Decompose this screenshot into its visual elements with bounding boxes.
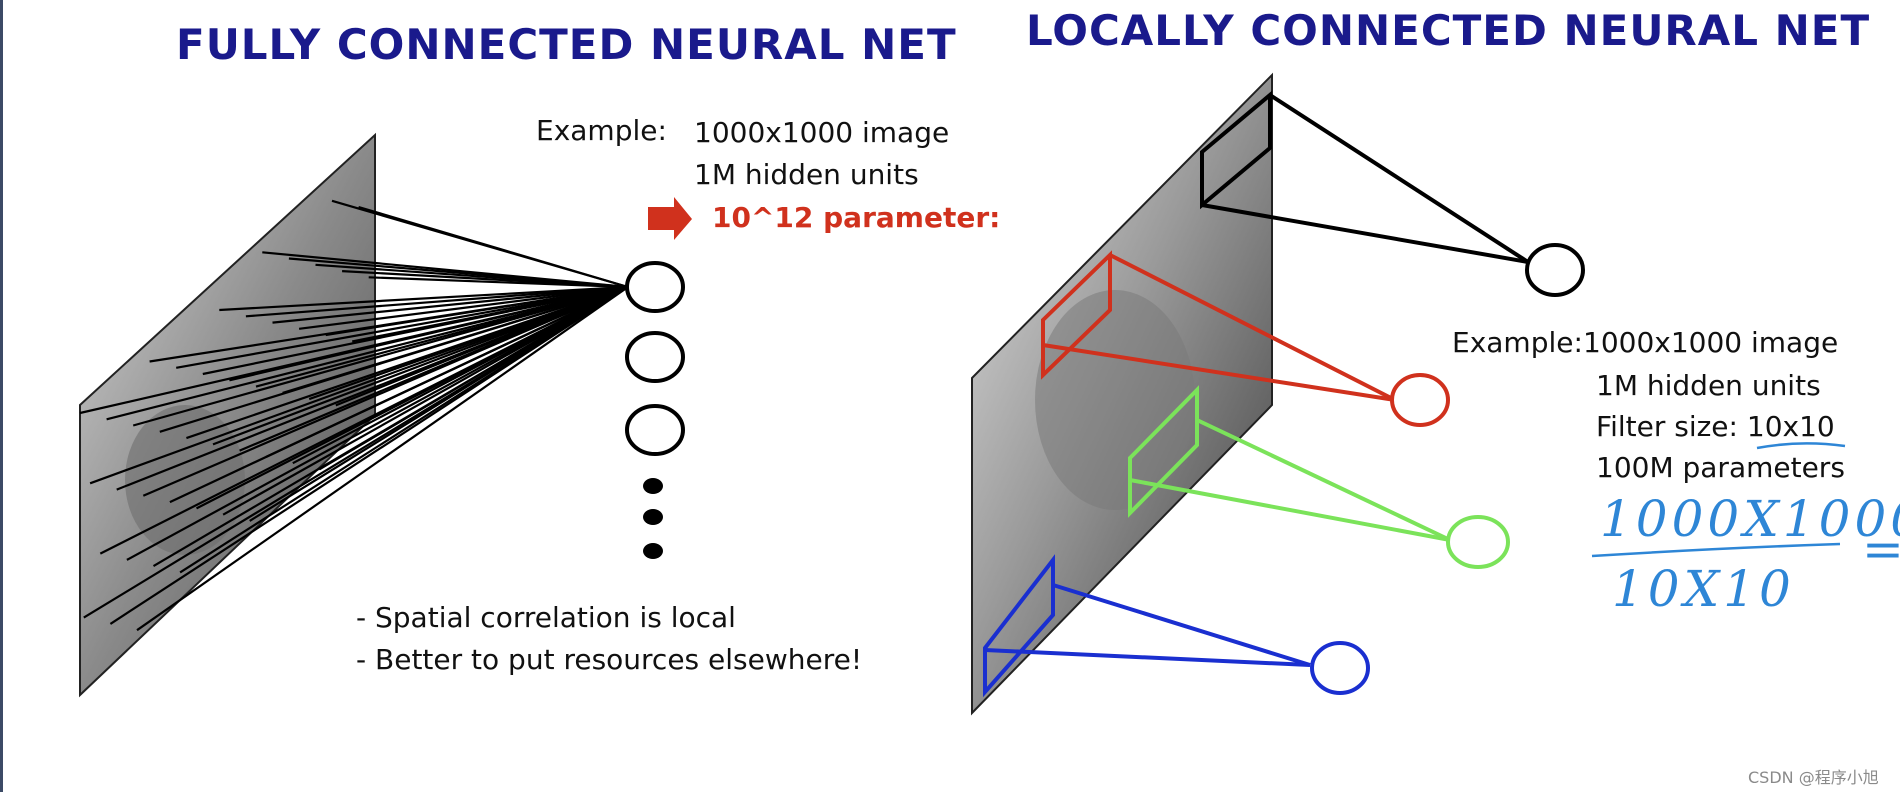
connection-line (272, 285, 629, 324)
left-params: 10^12 parameter: (712, 201, 1001, 234)
hidden-unit-node (1310, 641, 1370, 695)
handwriting-strokes (1591, 442, 1846, 558)
connection-line (245, 285, 629, 318)
hidden-unit-node (625, 331, 685, 383)
connection-line (361, 286, 629, 413)
left-example-image: 1000x1000 image (694, 116, 950, 149)
connection-line (126, 286, 629, 561)
watermark: CSDN @程序小旭 (1748, 768, 1879, 787)
connection-line (222, 286, 629, 516)
connection-line (318, 286, 629, 471)
red-receptive-field (1041, 250, 1450, 427)
window-edge (0, 0, 3, 792)
handwritten-denominator: 10X10 (1612, 560, 1795, 618)
green-receptive-field (1128, 385, 1510, 569)
connection-line (89, 285, 629, 485)
connection-line (136, 286, 629, 632)
connection-line (179, 286, 629, 574)
connection-line (335, 285, 629, 407)
black-receptive-field (1200, 90, 1585, 297)
connection-line (249, 286, 629, 522)
connection-line (351, 285, 629, 343)
hidden-unit-node (1446, 515, 1510, 569)
blue-receptive-field (983, 554, 1370, 698)
left-connection-lines (79, 199, 629, 632)
filter-size-value: 10x10 (1746, 410, 1835, 443)
right-title: LOCALLY CONNECTED NEURAL NET (1026, 6, 1871, 55)
hidden-unit-node (625, 261, 685, 313)
connection-line (282, 285, 629, 394)
connection-line (219, 285, 629, 312)
handwritten-numerator: 1000X1000 (1600, 490, 1900, 548)
connection-line (308, 285, 629, 401)
filter-size-label: Filter size: (1596, 410, 1738, 443)
right-image-plane (971, 72, 1273, 716)
left-bullet-1: - Spatial correlation is local (356, 601, 736, 634)
connection-line (229, 285, 629, 382)
connection-line (212, 285, 629, 446)
left-example-label: Example: (536, 114, 667, 147)
left-bullet-2: - Better to put resources elsewhere! (356, 643, 863, 676)
right-example-hidden: 1M hidden units (1596, 369, 1821, 402)
red-arrow-icon (648, 197, 692, 240)
hidden-unit-node (625, 404, 685, 456)
connection-line (325, 285, 629, 337)
connection-line (176, 285, 629, 369)
hidden-unit-node (1525, 243, 1585, 297)
connection-line (368, 276, 629, 289)
right-params: 100M parameters (1596, 451, 1845, 484)
handwritten-equals: = (1862, 520, 1900, 578)
connection-line (255, 285, 629, 388)
hidden-unit-node (1390, 373, 1450, 427)
left-title: FULLY CONNECTED NEURAL NET (176, 20, 957, 69)
connection-line (298, 285, 629, 330)
connection-line (292, 286, 629, 465)
connection-line (106, 285, 629, 421)
left-hidden-units (625, 261, 685, 456)
right-example-image: 1000x1000 image (1583, 326, 1839, 359)
connection-line (358, 205, 629, 289)
right-example-label: Example: (1452, 326, 1583, 359)
ellipsis-dots (643, 478, 663, 559)
right-filter-size: Filter size: 10x10 (1596, 410, 1835, 443)
left-example-hidden: 1M hidden units (694, 158, 919, 191)
